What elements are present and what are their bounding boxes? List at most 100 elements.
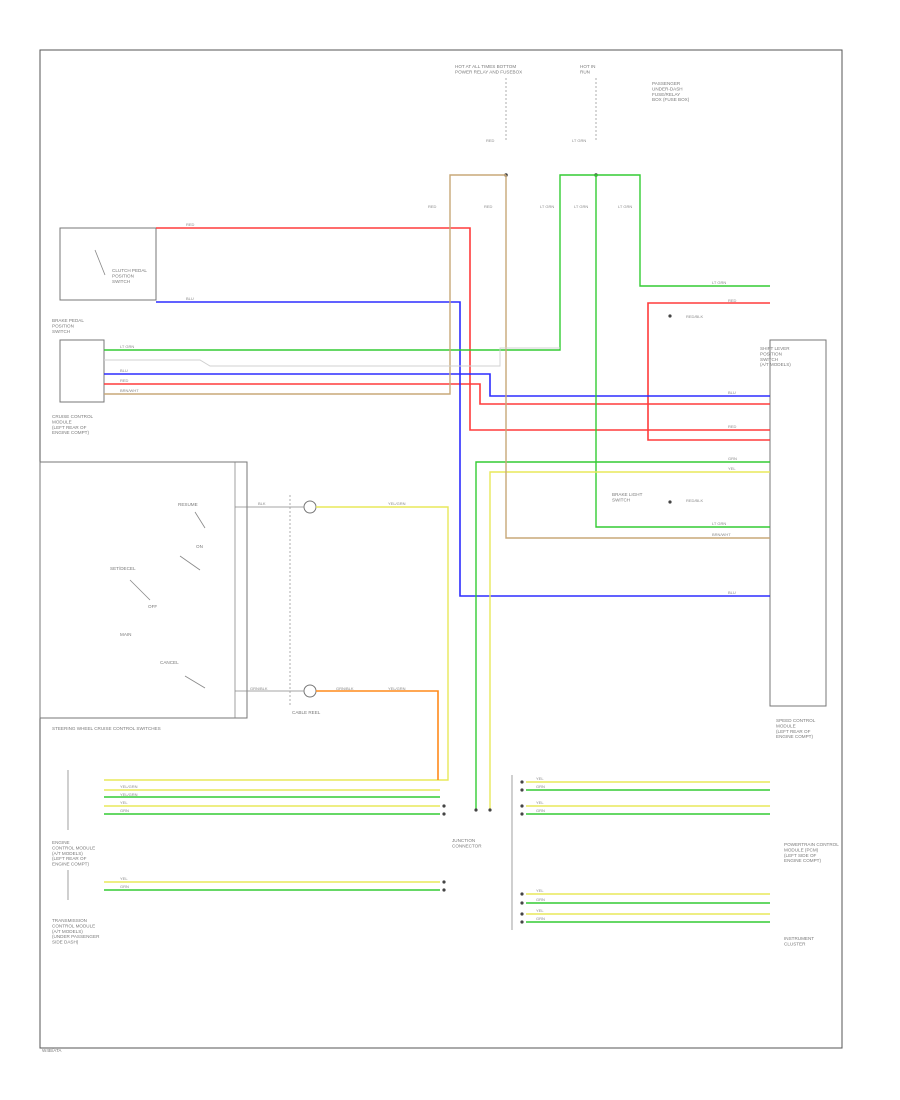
pin-pcm-4 — [520, 812, 524, 816]
cancel-switch-label: CANCEL — [160, 660, 179, 665]
wire-label-red-2: RED — [120, 378, 129, 383]
set-contact — [129, 579, 151, 601]
wire-label-grn-3: GRN — [728, 456, 737, 461]
resume-contact — [194, 511, 206, 529]
wire-blue-main — [156, 301, 770, 597]
pin-tcm-2 — [442, 888, 446, 892]
wire-green-feed — [104, 174, 596, 351]
pin-ecm-1 — [442, 804, 446, 808]
wire-label-blk-1: BLK — [258, 501, 266, 506]
wire-label-ecm-4: GRN — [120, 808, 129, 813]
pin-pcm-2 — [520, 788, 524, 792]
clutch-switch-contact — [94, 249, 106, 276]
wire-label-tcm-1: YEL — [120, 876, 128, 881]
wire-label-grn-6: GRN/BLK — [336, 686, 354, 691]
wire-label-blu-1: BLU — [186, 296, 194, 301]
wire-label-feed-grn-3: LT GRN — [618, 204, 632, 209]
wire-label-red-1: RED — [186, 222, 195, 227]
wire-label-cluster-1: YEL — [536, 888, 544, 893]
wires — [104, 174, 770, 923]
cable-reel-label: CABLE REEL — [292, 710, 321, 715]
wire-blue-module — [104, 373, 770, 397]
cable-reel-1 — [303, 500, 317, 514]
wire-label-grn-2: LT GRN — [712, 280, 726, 285]
wire-orange-reel — [316, 690, 439, 780]
wire-labels: RED BLU RED BLU LT GRN BRN/WHT RED LT GR… — [120, 138, 737, 921]
wire-yellow-mid — [489, 471, 770, 810]
wire-label-pcm-2: GRN — [536, 784, 545, 789]
wire-label-tan-2: BRN/WHT — [712, 532, 731, 537]
pin-brake-1 — [668, 314, 672, 318]
wire-label-brake-2: RED/BLK — [686, 314, 703, 319]
resume-switch-label: RESUME — [178, 502, 198, 507]
wire-label-feed-grn-1: LT GRN — [540, 204, 554, 209]
steering-switch-section: RESUME SET/DECEL MAIN CANCEL ON OFF STEE… — [39, 461, 321, 731]
footer-code: W4B/ATA — [42, 1048, 62, 1053]
wire-label-tcm-2: GRN — [120, 884, 129, 889]
cancel-contact — [184, 675, 206, 689]
steering-switch-box — [39, 461, 248, 719]
main-switch-label: MAIN — [120, 632, 131, 637]
wire-label-red-3: RED — [728, 298, 737, 303]
on-label: ON — [196, 544, 203, 549]
cable-reel-2 — [303, 684, 317, 698]
wire-label-pcm-1: YEL — [536, 776, 544, 781]
pin-junction-2 — [488, 808, 492, 812]
clutch-switch-box — [59, 227, 157, 301]
wire-label-tan-1: BRN/WHT — [120, 388, 139, 393]
wire-red-module — [104, 383, 770, 405]
wire-label-feed-red-2: RED — [484, 204, 493, 209]
wire-label-grn-4: LT GRN — [712, 521, 726, 526]
wire-label-feed-grn-2: LT GRN — [574, 204, 588, 209]
wire-label-blu-2: BLU — [120, 368, 128, 373]
wire-label-pcm-3: YEL — [536, 800, 544, 805]
wire-tan-feed — [104, 174, 506, 395]
wire-label-feed-red: RED — [428, 204, 437, 209]
wire-label-ecm-1: YEL/GRN — [120, 784, 138, 789]
on-contact — [179, 555, 201, 571]
pin-pcm-3 — [520, 804, 524, 808]
pin-cluster-1 — [520, 892, 524, 896]
pin-ecm-2 — [442, 812, 446, 816]
diagram-frame — [39, 49, 843, 1049]
wire-label-blu-3: BLU — [728, 390, 736, 395]
wire-label-yel-2: YEL/GRN — [388, 501, 406, 506]
speed-control-module-box — [769, 339, 827, 707]
wire-green-brake — [596, 174, 770, 287]
pin-brake-2 — [668, 500, 672, 504]
off-label: OFF — [148, 604, 157, 609]
connector-pins — [442, 314, 672, 924]
cruise-module-box — [59, 339, 105, 403]
wire-label-cluster-4: GRN — [536, 916, 545, 921]
set-switch-label: SET/DECEL — [110, 566, 136, 571]
wire-label-feed-top-2: LT GRN — [572, 138, 586, 143]
pin-junction-1 — [474, 808, 478, 812]
wire-label-blu-4: BLU — [728, 590, 736, 595]
wire-yellow-reel — [104, 506, 449, 781]
wire-label-pcm-4: GRN — [536, 808, 545, 813]
wire-red-main — [156, 227, 770, 431]
wire-label-yel-1: YEL — [728, 466, 736, 471]
wire-label-grn-5: GRN/BLK — [250, 686, 268, 691]
wire-green-mid — [475, 461, 770, 810]
wire-gray-module — [104, 347, 560, 367]
pin-cluster-4 — [520, 920, 524, 924]
pin-cluster-2 — [520, 901, 524, 905]
wire-label-ecm-2: YEL/GRN — [120, 792, 138, 797]
